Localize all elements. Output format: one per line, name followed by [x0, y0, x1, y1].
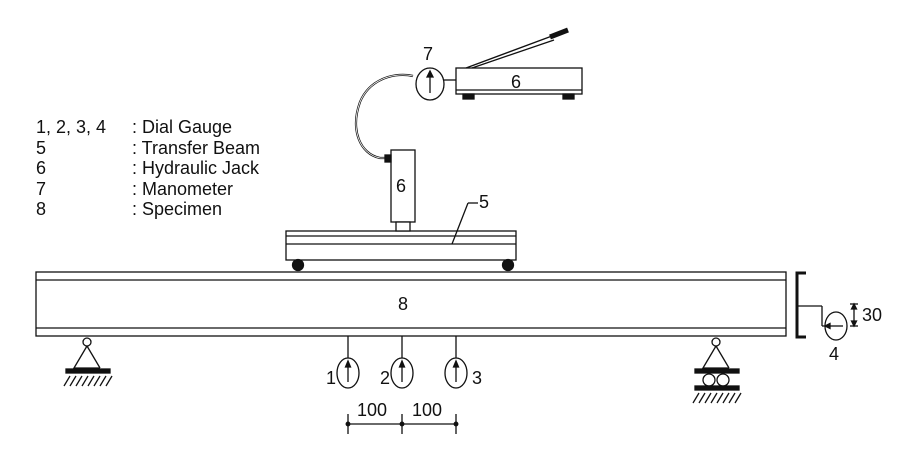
- legend-row: 7 : Manometer: [36, 179, 260, 200]
- label-gauge-1: 1: [326, 368, 336, 388]
- offset-dimension: [850, 302, 858, 328]
- legend-text: : Hydraulic Jack: [132, 158, 260, 178]
- legend-text: : Specimen: [132, 199, 223, 219]
- label-spacing-left: 100: [357, 400, 387, 420]
- dial-gauge-2: [390, 336, 414, 389]
- dial-gauge-1: [336, 336, 360, 389]
- label-transfer-beam: 5: [479, 192, 489, 212]
- label-gauge-2: 2: [380, 368, 390, 388]
- label-specimen: 8: [398, 294, 408, 314]
- legend-ids: 8: [36, 199, 47, 219]
- legend-text: : Manometer: [132, 178, 234, 199]
- jack-pump-handle-grip: [549, 27, 569, 40]
- spacing-dimension: [345, 414, 459, 434]
- legend-ids: 6: [36, 158, 47, 178]
- specimen-beam: [35, 271, 787, 337]
- jack-pump-foot-left: [462, 93, 475, 100]
- hydraulic-hose: [355, 73, 414, 160]
- pin-support-left: [63, 337, 113, 387]
- legend-ids: 5: [36, 137, 47, 158]
- legend-text: : Dial Gauge: [132, 117, 233, 137]
- jack-piston: [395, 221, 411, 232]
- legend-row: 6 : Hydraulic Jack: [36, 158, 260, 179]
- label-spacing-right: 100: [412, 400, 442, 420]
- dial-gauge-3: [444, 336, 468, 389]
- dial-gauge-4: [822, 311, 848, 341]
- legend-ids: 7: [36, 178, 47, 199]
- end-bracket: [795, 271, 823, 339]
- transfer-roller-left: [291, 258, 305, 272]
- legend-ids: 1, 2, 3, 4: [36, 117, 107, 137]
- transfer-roller-right: [501, 258, 515, 272]
- label-jack-cylinder: 6: [396, 176, 406, 196]
- legend-text: : Transfer Beam: [132, 137, 261, 158]
- hose-fitting: [384, 154, 392, 163]
- jack-pump-foot-right: [562, 93, 575, 100]
- jack-cylinder: [390, 149, 416, 223]
- leader-line-5: [451, 202, 469, 245]
- legend: 1, 2, 3, 4: Dial Gauge 5: Transfer Beam …: [36, 117, 260, 220]
- legend-row: 5 : Transfer Beam: [36, 138, 260, 159]
- label-jack-pump: 6: [511, 72, 521, 92]
- manometer-needle-head: [425, 69, 435, 78]
- label-manometer: 7: [423, 44, 433, 64]
- legend-row: 1, 2, 3, 4 : Dial Gauge: [36, 117, 260, 138]
- jack-pump-handle-upper: [465, 35, 553, 69]
- jack-pump-handle-lower: [471, 39, 555, 69]
- roller-support-right: [692, 337, 742, 404]
- label-offset-dimension: 30: [862, 305, 882, 325]
- label-gauge-3: 3: [472, 368, 482, 388]
- label-gauge-4: 4: [829, 344, 839, 364]
- hydraulic-hose-inner: [355, 74, 414, 159]
- legend-row: 8 : Specimen: [36, 199, 260, 220]
